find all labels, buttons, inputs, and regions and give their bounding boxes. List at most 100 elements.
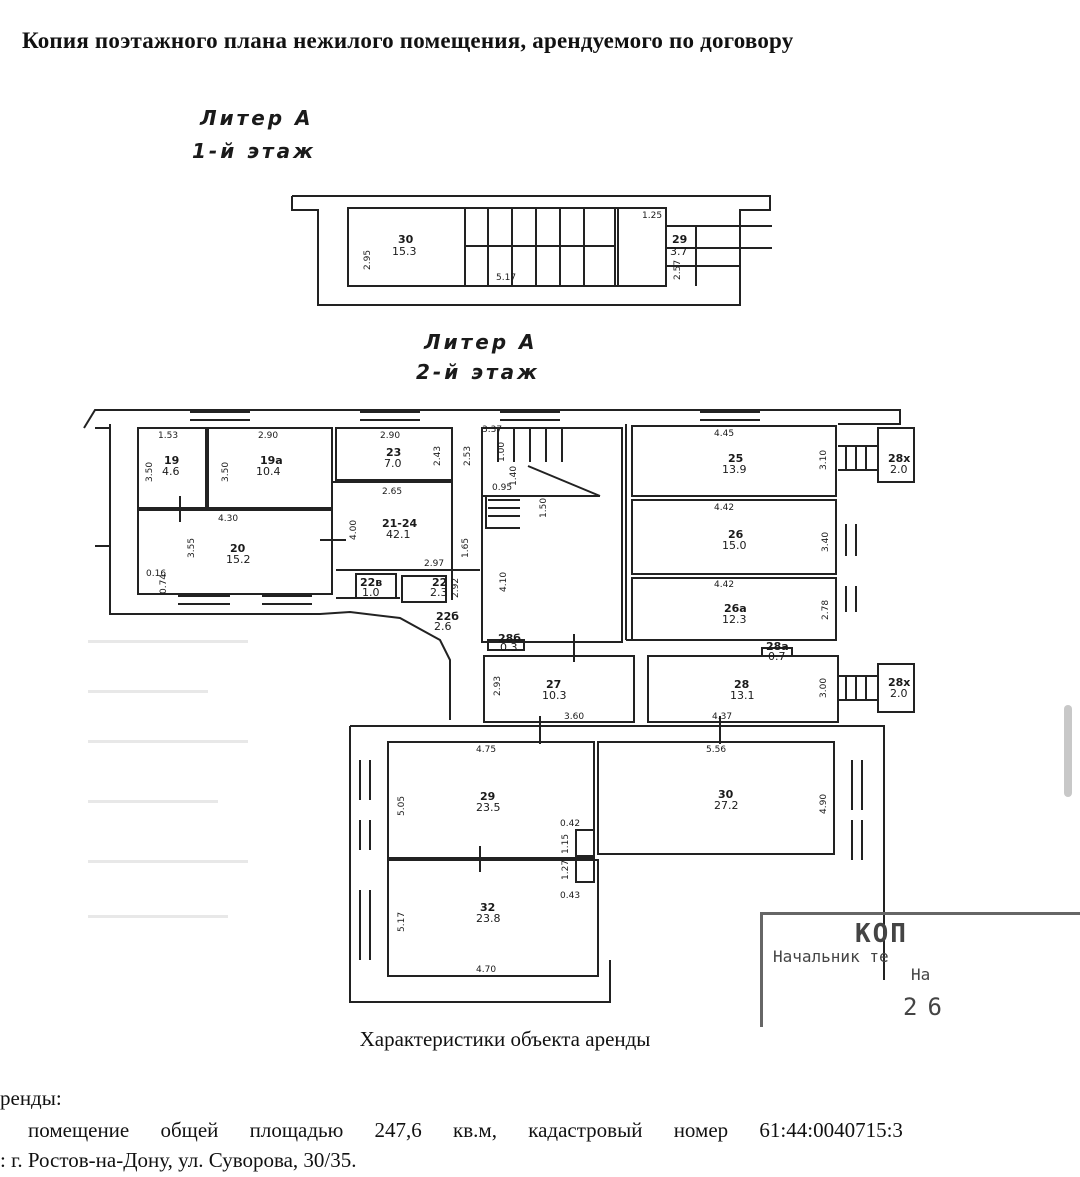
room-area: 15.3	[392, 245, 417, 258]
dimension-label: 3.00	[819, 678, 829, 698]
dimension-label: 1.40	[509, 466, 519, 486]
room-number: 22	[432, 576, 447, 589]
dimension-label: 2.95	[363, 250, 373, 270]
dimension-label: 1.50	[539, 498, 549, 518]
scan-noise	[88, 860, 248, 863]
room-number: 28х	[888, 452, 910, 465]
dimension-label: 3.55	[187, 538, 197, 558]
stamp-line: КОП	[855, 919, 908, 949]
dimension-label: 5.17	[496, 273, 516, 283]
floor2-room-labels: 19 4.6 19а 10.4 23 7.0 20 15.2 21-24 42.…	[162, 446, 910, 925]
room-number: 28а	[766, 640, 789, 653]
characteristics-line: ренды:	[0, 1086, 62, 1110]
dimension-label: 2.78	[821, 600, 831, 620]
document-title: Копия поэтажного плана нежилого помещени…	[22, 28, 794, 53]
dimension-label: 4.90	[819, 794, 829, 814]
room-number: 19а	[260, 454, 283, 467]
characteristics-line: : г. Ростов-на-Дону, ул. Суворова, 30/35…	[0, 1148, 357, 1172]
floor1-walls	[291, 195, 772, 306]
room-area: 42.1	[386, 528, 411, 541]
floor1-floor-label: 1-й этаж	[192, 139, 317, 163]
room-area: 27.2	[714, 799, 739, 812]
room-number: 20	[230, 542, 246, 555]
copy-stamp: КОП Начальник те На 26	[760, 912, 1080, 1027]
room-area: 15.2	[226, 553, 251, 566]
dimension-label: 3.10	[819, 450, 829, 470]
dimension-label: 3.50	[145, 462, 155, 482]
room-area: 2.0	[890, 463, 908, 476]
dimension-label: 0.16	[146, 569, 166, 579]
room-area: 10.4	[256, 465, 281, 478]
dimension-label: 0.95	[492, 483, 512, 493]
dimension-label: 3.60	[564, 712, 584, 722]
scan-noise	[88, 915, 228, 918]
characteristics-heading: Характеристики объекта аренды	[359, 1027, 651, 1051]
dimension-label: 2.93	[493, 676, 503, 696]
room-area: 12.3	[722, 613, 747, 626]
dimension-label: 4.00	[349, 520, 359, 540]
room-area: 0.7	[768, 650, 786, 663]
room-number: 23	[386, 446, 401, 459]
floor2-liter-label: Литер А	[424, 330, 538, 354]
room-number: 28	[734, 678, 749, 691]
scan-noise	[88, 690, 208, 693]
room-area: 4.6	[162, 465, 180, 478]
room-number: 29	[672, 233, 687, 246]
room-number: 22б	[436, 610, 459, 623]
dimension-label: 4.70	[476, 965, 496, 975]
floor2-dimension-labels: 1.53 2.90 2.90 3.37 4.45 3.50 3.50 2.43 …	[145, 425, 831, 975]
dimension-label: 3.37	[482, 425, 502, 435]
floor2-walls	[83, 409, 915, 1003]
room-number: 27	[546, 678, 561, 691]
room-number: 30	[718, 788, 734, 801]
room-number: 29	[480, 790, 495, 803]
room-number: 26	[728, 528, 744, 541]
dimension-label: 5.17	[397, 912, 407, 932]
stamp-line: 26	[903, 993, 952, 1021]
dimension-label: 4.45	[714, 429, 734, 439]
dimension-label: 0.74	[159, 574, 169, 594]
dimension-label: 2.97	[424, 559, 444, 569]
stamp-line: На	[911, 965, 931, 984]
dimension-label: 4.30	[218, 514, 238, 524]
room-area: 3.7	[670, 245, 688, 258]
dimension-label: 1.25	[642, 211, 662, 221]
floor2-floor-label: 2-й этаж	[416, 360, 541, 384]
room-number: 28б	[498, 632, 521, 645]
room-area: 7.0	[384, 457, 402, 470]
room-area: 10.3	[542, 689, 567, 702]
dimension-label: 2.53	[463, 446, 473, 466]
room-number: 25	[728, 452, 743, 465]
dimension-label: 2.90	[380, 431, 400, 441]
room-area: 23.8	[476, 912, 501, 925]
dimension-label: 1.53	[158, 431, 178, 441]
dimension-label: 2.43	[433, 446, 443, 466]
room-number: 30	[398, 233, 414, 246]
dimension-label: 1.15	[561, 834, 571, 854]
dimension-label: 5.05	[397, 796, 407, 816]
dimension-label: 5.56	[706, 745, 726, 755]
scan-noise	[88, 740, 248, 743]
scan-noise	[88, 640, 248, 643]
dimension-label: 0.43	[560, 891, 580, 901]
dimension-label: 4.42	[714, 503, 734, 513]
room-area: 23.5	[476, 801, 501, 814]
room-number: 26а	[724, 602, 747, 615]
dimension-label: 4.75	[476, 745, 496, 755]
dimension-label: 2.92	[451, 578, 461, 598]
scrollbar-thumb[interactable]	[1064, 705, 1072, 797]
dimension-label: 1.65	[461, 538, 471, 558]
room-area: 2.0	[890, 687, 908, 700]
scan-noise	[88, 800, 218, 803]
dimension-label: 2.65	[382, 487, 402, 497]
dimension-label: 0.42	[560, 819, 580, 829]
room-number: 19	[164, 454, 179, 467]
dimension-label: 4.37	[712, 712, 732, 722]
room-area: 13.9	[722, 463, 747, 476]
floor1-liter-label: Литер А	[200, 106, 314, 130]
dimension-label: 4.10	[499, 572, 509, 592]
room-number: 22в	[360, 576, 382, 589]
room-area: 2.3	[430, 586, 448, 599]
room-number: 32	[480, 901, 495, 914]
dimension-label: 3.50	[221, 462, 231, 482]
